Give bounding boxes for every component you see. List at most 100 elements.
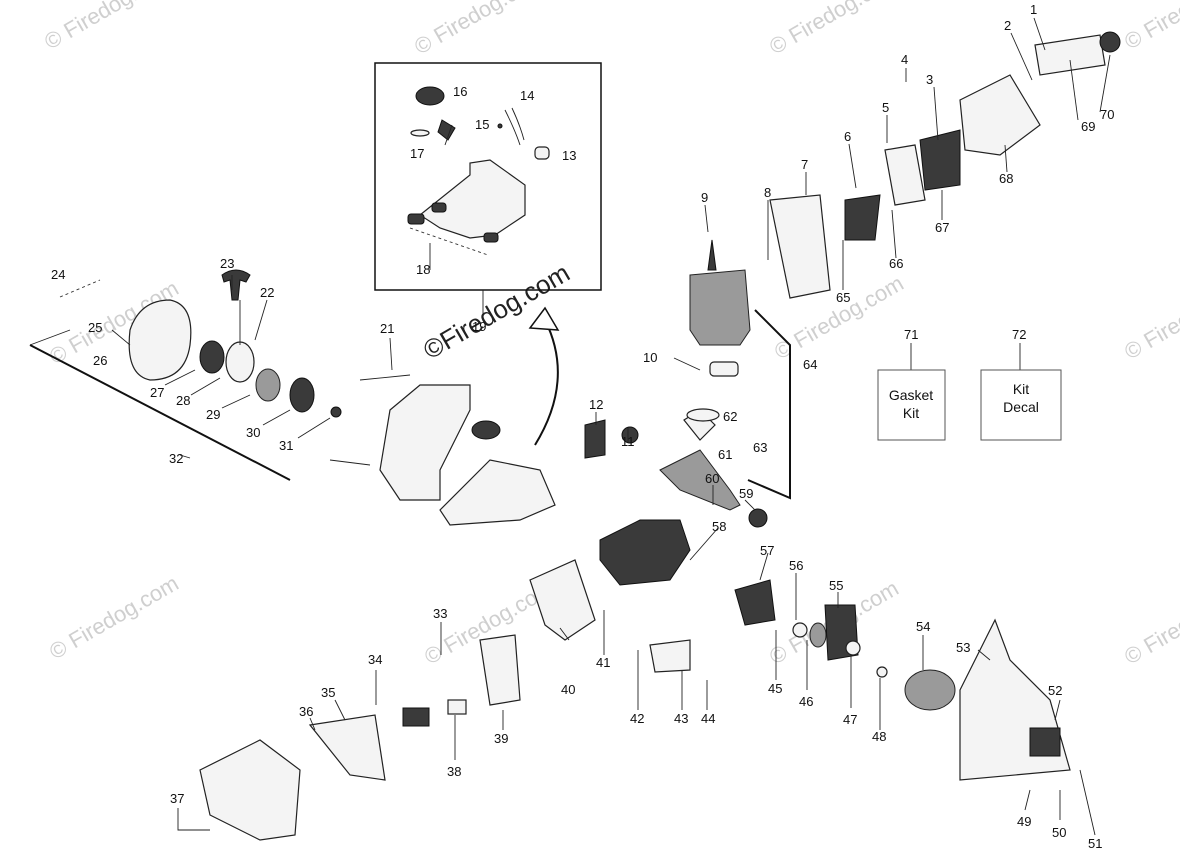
starter-parts bbox=[59, 269, 342, 418]
pulley-shape bbox=[199, 340, 225, 374]
leader bbox=[389, 337, 393, 371]
clutch-plate-shape bbox=[809, 622, 827, 648]
part-label-28: 28 bbox=[176, 393, 190, 408]
head-shape bbox=[1029, 727, 1061, 757]
leader bbox=[164, 369, 196, 386]
engine-cover-shape bbox=[439, 459, 556, 526]
bearing-shape bbox=[748, 508, 768, 528]
handle-shape bbox=[221, 269, 251, 301]
drum-shape bbox=[904, 669, 956, 711]
leader bbox=[891, 209, 897, 259]
kit-decal-box: 72 Kit Decal bbox=[980, 327, 1062, 441]
label-shape bbox=[447, 699, 467, 715]
mount-shape bbox=[483, 232, 499, 243]
assembly-arrow bbox=[534, 319, 559, 446]
part-label-61: 61 bbox=[718, 447, 732, 462]
part-label-51: 51 bbox=[1088, 836, 1102, 851]
part-label-65: 65 bbox=[836, 290, 850, 305]
part-label-34: 34 bbox=[368, 652, 382, 667]
part-labels: 1 2 3 4 5 6 7 8 9 10 11 12 13 14 15 16 1… bbox=[51, 2, 1114, 851]
plate-shape bbox=[529, 559, 596, 641]
watermark: © Firedog.com bbox=[765, 0, 903, 59]
leader bbox=[559, 627, 570, 641]
cylinder-group-bracket bbox=[747, 309, 791, 500]
leader bbox=[444, 124, 453, 146]
grommet-shape bbox=[497, 123, 503, 129]
watermark-center: ©Firedog.com bbox=[418, 257, 575, 365]
part-label-29: 29 bbox=[206, 407, 220, 422]
dashed-guide bbox=[59, 279, 101, 298]
muffler-shape bbox=[479, 634, 521, 706]
part-label-56: 56 bbox=[789, 558, 803, 573]
bolt-shape bbox=[329, 459, 371, 466]
fuel-tank-inset-box bbox=[374, 62, 602, 291]
kit-decal-line1: Kit bbox=[1013, 381, 1029, 397]
leader bbox=[704, 204, 709, 233]
part-label-21: 21 bbox=[380, 321, 394, 336]
part-label-17: 17 bbox=[410, 146, 424, 161]
filter-shape bbox=[437, 119, 456, 141]
part-label-10: 10 bbox=[643, 350, 657, 365]
group-bracket bbox=[29, 329, 71, 346]
bolt-shape bbox=[359, 374, 411, 381]
watermark: © Firedog.com bbox=[1120, 270, 1180, 364]
part-label-58: 58 bbox=[712, 519, 726, 534]
watermark: © Firedog.com bbox=[410, 0, 548, 59]
kit-decal-frame bbox=[980, 369, 1062, 441]
part-label-35: 35 bbox=[321, 685, 335, 700]
part-label-45: 45 bbox=[768, 681, 782, 696]
part-label-31: 31 bbox=[279, 438, 293, 453]
part-label-27: 27 bbox=[150, 385, 164, 400]
part-label-32: 32 bbox=[169, 451, 183, 466]
part-label-4: 4 bbox=[901, 52, 908, 67]
carburetor-shape bbox=[919, 129, 961, 191]
part-label-5: 5 bbox=[882, 100, 889, 115]
crankshaft-shape bbox=[659, 449, 741, 511]
part-label-24: 24 bbox=[51, 267, 65, 282]
leader bbox=[297, 417, 331, 439]
part-label-11: 11 bbox=[621, 434, 635, 449]
part-label-42: 42 bbox=[630, 711, 644, 726]
leader bbox=[744, 499, 756, 511]
part-label-44: 44 bbox=[701, 711, 715, 726]
rope-pulley-shape bbox=[225, 341, 255, 383]
shield-shape bbox=[308, 714, 386, 781]
engine-housing-shape bbox=[379, 384, 471, 501]
pawl-shape bbox=[289, 377, 315, 413]
part-label-16: 16 bbox=[453, 84, 467, 99]
part-label-49: 49 bbox=[1017, 814, 1031, 829]
kit-decal-number: 72 bbox=[1012, 327, 1026, 342]
part-label-9: 9 bbox=[701, 190, 708, 205]
washer-shape bbox=[876, 666, 888, 678]
mount-shape bbox=[431, 202, 447, 213]
leader bbox=[221, 394, 251, 409]
part-label-68: 68 bbox=[999, 171, 1013, 186]
leader bbox=[977, 649, 991, 661]
part-label-54: 54 bbox=[916, 619, 930, 634]
leader bbox=[254, 299, 268, 341]
part-label-52: 52 bbox=[1048, 683, 1062, 698]
air-filter-shape bbox=[769, 194, 831, 299]
part-label-47: 47 bbox=[843, 712, 857, 727]
leader bbox=[1069, 59, 1079, 121]
part-label-6: 6 bbox=[844, 129, 851, 144]
part-label-26: 26 bbox=[93, 353, 107, 368]
knob-shape bbox=[1099, 31, 1121, 53]
part-label-33: 33 bbox=[433, 606, 447, 621]
part-label-8: 8 bbox=[764, 185, 771, 200]
part-label-23: 23 bbox=[220, 256, 234, 271]
fuel-line-shape bbox=[511, 107, 525, 141]
muffler-cover-shape bbox=[199, 739, 301, 841]
leader bbox=[1033, 17, 1046, 51]
part-label-40: 40 bbox=[561, 682, 575, 697]
part-label-2: 2 bbox=[1004, 18, 1011, 33]
gasket-kit-box: 71 Gasket Kit bbox=[877, 327, 946, 441]
cylinder-shape bbox=[689, 269, 751, 346]
part-label-57: 57 bbox=[760, 543, 774, 558]
fuel-tank-shape bbox=[418, 159, 526, 239]
piston-ring-shape bbox=[686, 408, 720, 422]
washer-shape bbox=[792, 622, 808, 638]
watermark: © Firedog.com bbox=[1120, 575, 1180, 669]
leader bbox=[933, 86, 939, 141]
